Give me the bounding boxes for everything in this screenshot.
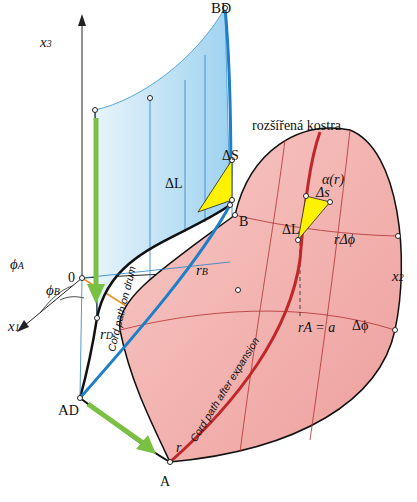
increment-label: rΔϕ (334, 232, 355, 247)
point-label: B (239, 214, 248, 229)
radius-label: r (176, 440, 181, 455)
axis-label: x2 (392, 268, 404, 285)
angle-label: ϕB (46, 282, 60, 299)
angle-label: Δϕ (352, 318, 368, 333)
radius-label: rD (100, 326, 113, 343)
point-label: AD (58, 402, 79, 419)
point-label: BD (211, 0, 231, 17)
increment-label: ΔL (282, 222, 300, 237)
increment-label: ΔL (165, 176, 183, 191)
increment-label: Δs (316, 185, 330, 200)
point-label: A (160, 474, 170, 489)
caption-note: rozšířená kostra (252, 118, 341, 133)
origin-label: 0 (68, 270, 75, 285)
angle-label: ϕA (10, 256, 24, 273)
radius-label: rA = a (298, 320, 335, 335)
axis-label: x1 (8, 318, 20, 335)
axis-label: x3 (40, 34, 52, 51)
increment-label: ΔS (222, 148, 239, 163)
radius-label: rB (196, 262, 208, 279)
